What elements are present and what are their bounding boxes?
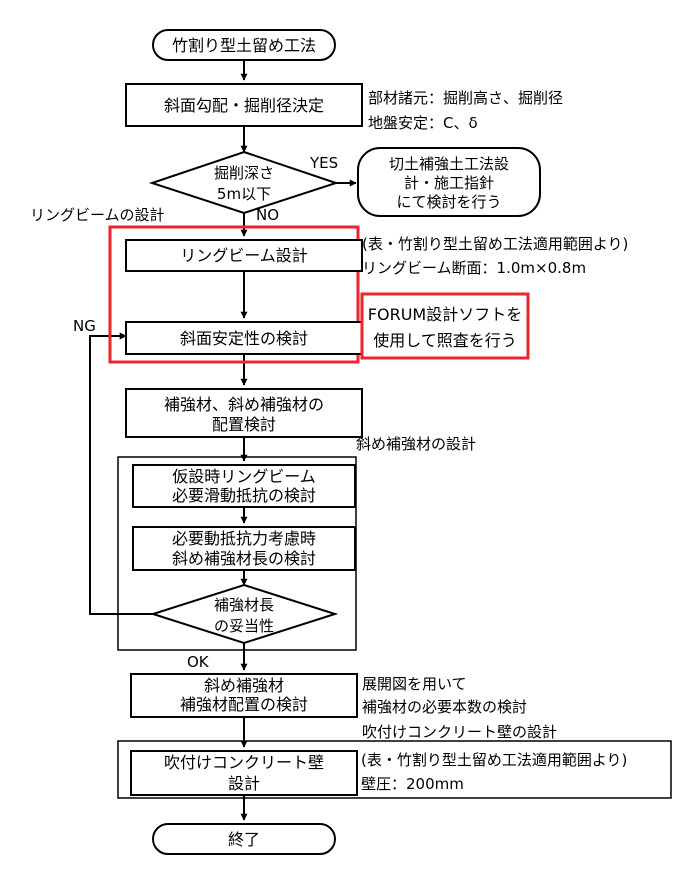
depth-decision-line-2: 5m以下 [217, 185, 271, 203]
wall-note-line-1: (表・竹割り型土留め工法適用範囲より) [361, 751, 627, 769]
end-terminal [152, 823, 336, 855]
slope-stability-label: 斜面安定性の検討 [180, 329, 308, 348]
slope-stability-step [125, 321, 363, 355]
wall-section-frame [117, 740, 672, 799]
placement-note-line-2: 補強材の必要本数の検討 [362, 698, 527, 716]
no-label: NO [256, 206, 279, 224]
reinforcement-length-line-1: 必要動抵抗力考慮時 [172, 529, 316, 548]
diagonal-section-label: 斜め補強材の設計 [356, 435, 476, 453]
sliding-resistance-line-1: 仮設時リングビーム [172, 467, 316, 486]
forum-note-line-2: 使用して照査を行う [373, 331, 517, 350]
yes-label: YES [309, 154, 338, 172]
placement-note-line-1: 展開図を用いて [362, 675, 467, 693]
yes-result-terminal [357, 147, 541, 217]
depth-decision-line-1: 掘削深さ [214, 164, 274, 182]
length-validity-line-1: 補強材長 [214, 596, 274, 614]
reinforcement-placement-line-2: 補強材配置の検討 [180, 695, 308, 714]
sliding-resistance-line-2: 必要滑動抵抗の検討 [172, 486, 316, 505]
sliding-resistance-step [132, 464, 356, 508]
shotcrete-wall-line-2: 設計 [228, 774, 260, 793]
yes-result-line-2: 計・施工指針 [404, 174, 494, 192]
depth-decision [148, 150, 340, 215]
reinforcement-layout-line-1: 補強材、斜め補強材の [164, 395, 324, 414]
yes-result-line-3: にて検討を行う [396, 193, 501, 211]
reinforcement-placement-step [130, 673, 358, 718]
slope-note-line-2: 地盤安定：C、δ [368, 114, 478, 132]
end-label: 終了 [228, 830, 260, 849]
wall-section-label: 吹付けコンクリート壁の設計 [362, 723, 557, 741]
start-terminal [152, 29, 336, 61]
reinforcement-layout-line-2: 配置検討 [212, 415, 276, 434]
shotcrete-wall-step [130, 750, 358, 796]
reinforcement-length-line-2: 斜め補強材長の検討 [172, 549, 316, 568]
slope-note-line-1: 部材諸元：掘削高さ、掘削径 [368, 89, 563, 107]
ok-label: OK [187, 653, 210, 671]
reinforcement-length-step [132, 526, 356, 571]
ring-note-line-1: (表・竹割り型土留め工法適用範囲より) [362, 235, 628, 253]
ring-beam-design-step [125, 239, 363, 272]
ring-section-label: リングビームの設計 [30, 206, 165, 224]
ng-label: NG [73, 317, 96, 335]
length-validity-line-2: の妥当性 [214, 617, 274, 635]
arrow-ng-loop [89, 332, 153, 615]
slope-diameter-label: 斜面勾配・掘削径決定 [164, 96, 324, 115]
wall-note-line-2: 壁圧：200mm [361, 775, 464, 793]
yes-result-line-1: 切土補強土工法設 [389, 155, 509, 173]
start-label: 竹割り型土留め工法 [172, 36, 316, 55]
forum-note-highlight [360, 292, 530, 360]
forum-note-line-1: FORUM設計ソフトを [368, 305, 522, 324]
reinforcement-placement-line-1: 斜め補強材 [204, 676, 284, 695]
ring-note-line-2: リングビーム断面：1.0m×0.8m [362, 259, 586, 277]
ring-beam-design-label: リングビーム設計 [180, 246, 308, 265]
reinforcement-layout-step [125, 388, 363, 438]
ring-section-highlight [108, 225, 360, 364]
length-validity-decision [149, 583, 339, 645]
shotcrete-wall-line-1: 吹付けコンクリート壁 [164, 753, 324, 772]
slope-diameter-step [125, 83, 363, 127]
